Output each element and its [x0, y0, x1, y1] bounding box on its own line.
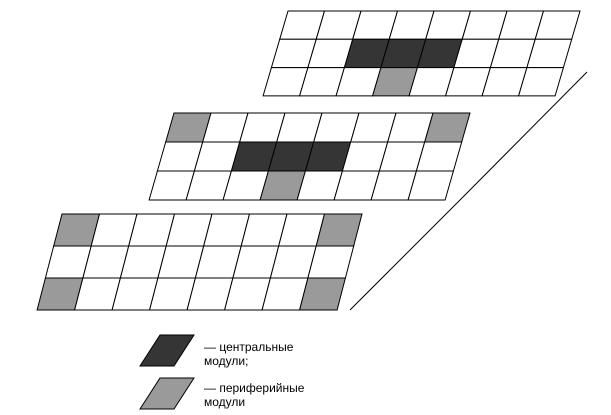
legend-swatch-peripheral: [139, 377, 195, 410]
layer-connectors: [349, 71, 588, 311]
top-layer: [262, 10, 581, 97]
layers-group: [36, 10, 581, 311]
connector-line-top-middle: [461, 71, 588, 199]
middle-layer: [148, 112, 471, 201]
legend-label-central: — центральные модули;: [204, 340, 294, 368]
module-cell-peripheral: [298, 277, 347, 311]
module-cell-empty: [307, 245, 355, 279]
module-cell-empty: [407, 170, 455, 201]
module-cell-empty: [526, 38, 573, 69]
legend: [139, 334, 195, 410]
legend-label-peripheral: — периферийные модули: [204, 381, 305, 409]
bottom-layer: [36, 213, 363, 311]
module-cell-peripheral: [315, 213, 363, 247]
module-cell-empty: [534, 10, 581, 40]
module-cell-empty: [517, 67, 565, 97]
module-cell-peripheral: [424, 112, 471, 143]
legend-swatch-central: [139, 334, 195, 367]
connector-line-middle-bottom: [349, 197, 463, 311]
module-cell-empty: [415, 141, 463, 172]
